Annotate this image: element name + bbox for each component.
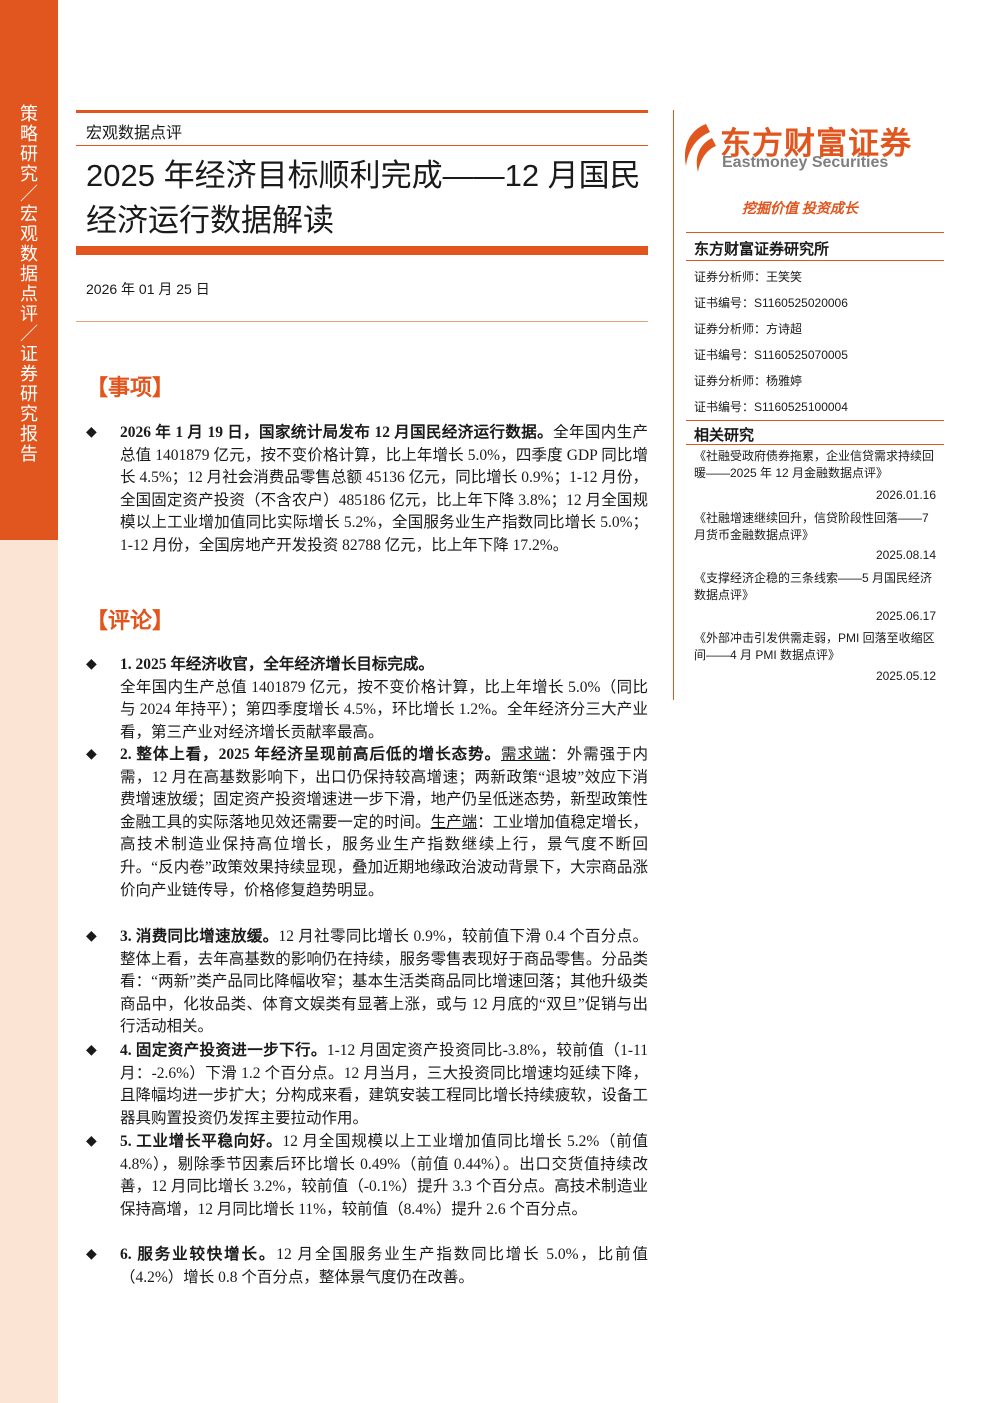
analyst-cert: 证书编号：S1160525070005	[694, 348, 848, 362]
diamond-bullet-icon: ◆	[86, 747, 97, 762]
right-column-divider	[673, 110, 674, 700]
sidebar-vertical-label: 策略研究／宏观数据点评／证券研究报告	[20, 104, 38, 464]
brand-name-cn: 东方财富证券	[720, 126, 912, 161]
comment-1-lead: 1. 2025 年经济收官，全年经济增长目标完成。	[120, 656, 434, 673]
analyst-name: 杨雅婷	[766, 374, 803, 388]
related-report-date: 2025.08.14	[875, 548, 936, 562]
analyst-role: 证券分析师：王笑笑	[694, 270, 803, 284]
supply-side-body: ：工业增加值稳定增长，高技术制造业保持高位增长，服务业生产指数继续上行，景气度不…	[120, 813, 648, 899]
diamond-bullet-icon: ◆	[86, 1043, 97, 1058]
event-heading: 【事项】	[86, 375, 175, 400]
brand-name-en: Eastmoney Securities	[722, 154, 889, 171]
comment-6-body: 12 月全国服务业生产指数同比增长 5.0%，比前值（4.2%）增长 0.8 个…	[120, 1246, 648, 1286]
comment-6-lead: 6. 服务业较快增长。	[120, 1246, 277, 1263]
related-report-date: 2025.05.12	[875, 669, 936, 683]
comment-heading: 【评论】	[86, 608, 175, 633]
comment-5-body: 12 月全国规模以上工业增加值同比增长 5.2%（前值 4.8%），剔除季节因素…	[120, 1133, 648, 1218]
date-rule	[76, 321, 648, 322]
related-top-rule	[686, 420, 944, 421]
institute-top-rule	[686, 232, 944, 233]
analyst-name: 方诗超	[766, 322, 803, 336]
comment-1-body: 全年国内生产总值 1401879 亿元，按不变价格计算，比上年增长 5.0%（同…	[120, 678, 648, 741]
analyst-name: 王笑笑	[766, 270, 803, 284]
diamond-bullet-icon: ◆	[86, 657, 97, 672]
header-top-rule	[76, 110, 648, 113]
supply-side-label: 生产端	[430, 813, 478, 831]
related-report-date: 2026.01.16	[875, 488, 936, 502]
comment-5: ◆ 5. 工业增长平稳向好。12 月全国规模以上工业增加值同比增长 5.2%（前…	[86, 1131, 648, 1221]
comment-4: ◆ 4. 固定资产投资进一步下行。1-12 月固定资产投资同比-3.8%，较前值…	[86, 1040, 648, 1130]
comment-3: ◆ 3. 消费同比增速放缓。12 月社零同比增长 0.9%，较前值下滑 0.4 …	[86, 926, 648, 1039]
related-report-link[interactable]: 《支撑经济企稳的三条线索——5 月国民经济数据点评》	[694, 571, 933, 602]
event-lead: 2026 年 1 月 19 日，国家统计局发布 12 月国民经济运行数据。	[120, 424, 554, 441]
related-report-date: 2025.06.17	[875, 609, 936, 623]
comment-6: ◆ 6. 服务业较快增长。12 月全国服务业生产指数同比增长 5.0%，比前值（…	[86, 1244, 648, 1289]
analyst-role: 证券分析师：杨雅婷	[694, 374, 803, 388]
demand-side-label: 需求端	[500, 746, 551, 763]
analyst-cert: 证书编号：S1160525020006	[694, 296, 848, 310]
related-report-link[interactable]: 《外部冲击引发供需走弱，PMI 回落至收缩区间——4 月 PMI 数据点评》	[694, 631, 935, 662]
related-report-link[interactable]: 《社融增速继续回升，信贷阶段性回落——7 月货币金融数据点评》	[694, 511, 929, 542]
comment-2-lead: 2. 整体上看，2025 年经济呈现前高后低的增长态势。	[120, 746, 501, 763]
comment-3-lead: 3. 消费同比增速放缓。	[120, 928, 279, 945]
comment-1: ◆ 1. 2025 年经济收官，全年经济增长目标完成。全年国内生产总值 1401…	[86, 654, 648, 744]
comment-5-lead: 5. 工业增长平稳向好。	[120, 1133, 283, 1150]
category-rule	[76, 145, 648, 146]
comment-2: ◆ 2. 整体上看，2025 年经济呈现前高后低的增长态势。需求端：外需强于内需…	[86, 744, 648, 902]
related-bottom-rule	[686, 444, 944, 445]
institute-name: 东方财富证券研究所	[694, 241, 830, 258]
event-paragraph: ◆ 2026 年 1 月 19 日，国家统计局发布 12 月国民经济运行数据。全…	[86, 422, 648, 558]
sidebar-band: 策略研究／宏观数据点评／证券研究报告	[0, 0, 58, 1403]
comment-4-body: 1-12 月固定资产投资同比-3.8%，较前值（1-11 月：-2.6%）下滑 …	[120, 1042, 648, 1127]
diamond-bullet-icon: ◆	[86, 929, 97, 944]
analyst-cert: 证书编号：S1160525100004	[694, 400, 848, 414]
event-content: 2026 年 1 月 19 日，国家统计局发布 12 月国民经济运行数据。全年国…	[120, 422, 648, 558]
related-report-link[interactable]: 《社融受政府债券拖累，企业信贷需求持续回暖——2025 年 12 月金融数据点评…	[694, 449, 935, 480]
brand-slogan: 挖掘价值 投资成长	[742, 200, 858, 216]
diamond-bullet-icon: ◆	[86, 1247, 97, 1262]
institute-bottom-rule	[686, 260, 944, 261]
event-body: 全年国内生产总值 1401879 亿元，按不变价格计算，比上年增长 5.0%，四…	[120, 424, 648, 554]
report-title: 2025 年经济目标顺利完成——12 月国民经济运行数据解读	[86, 158, 641, 238]
title-underline-bar	[76, 246, 648, 255]
brand-mark-icon	[684, 124, 716, 172]
analyst-role: 证券分析师：方诗超	[694, 322, 803, 336]
diamond-bullet-icon: ◆	[86, 425, 97, 440]
demand-side-body: ：外需强于内需，12 月在高基数影响下，出口仍保持较高增速；两新政策“退坡”效应…	[120, 746, 648, 831]
comment-4-lead: 4. 固定资产投资进一步下行。	[120, 1042, 327, 1059]
report-date: 2026 年 01 月 25 日	[86, 281, 210, 297]
report-category: 宏观数据点评	[86, 125, 183, 142]
related-heading: 相关研究	[694, 427, 755, 444]
comment-3-body: 12 月社零同比增长 0.9%，较前值下滑 0.4 个百分点。整体上看，去年高基…	[120, 928, 648, 1036]
diamond-bullet-icon: ◆	[86, 1134, 97, 1149]
brand-logo: 东方财富证券 Eastmoney Securities	[676, 118, 946, 180]
sidebar-accent-block	[0, 0, 58, 540]
